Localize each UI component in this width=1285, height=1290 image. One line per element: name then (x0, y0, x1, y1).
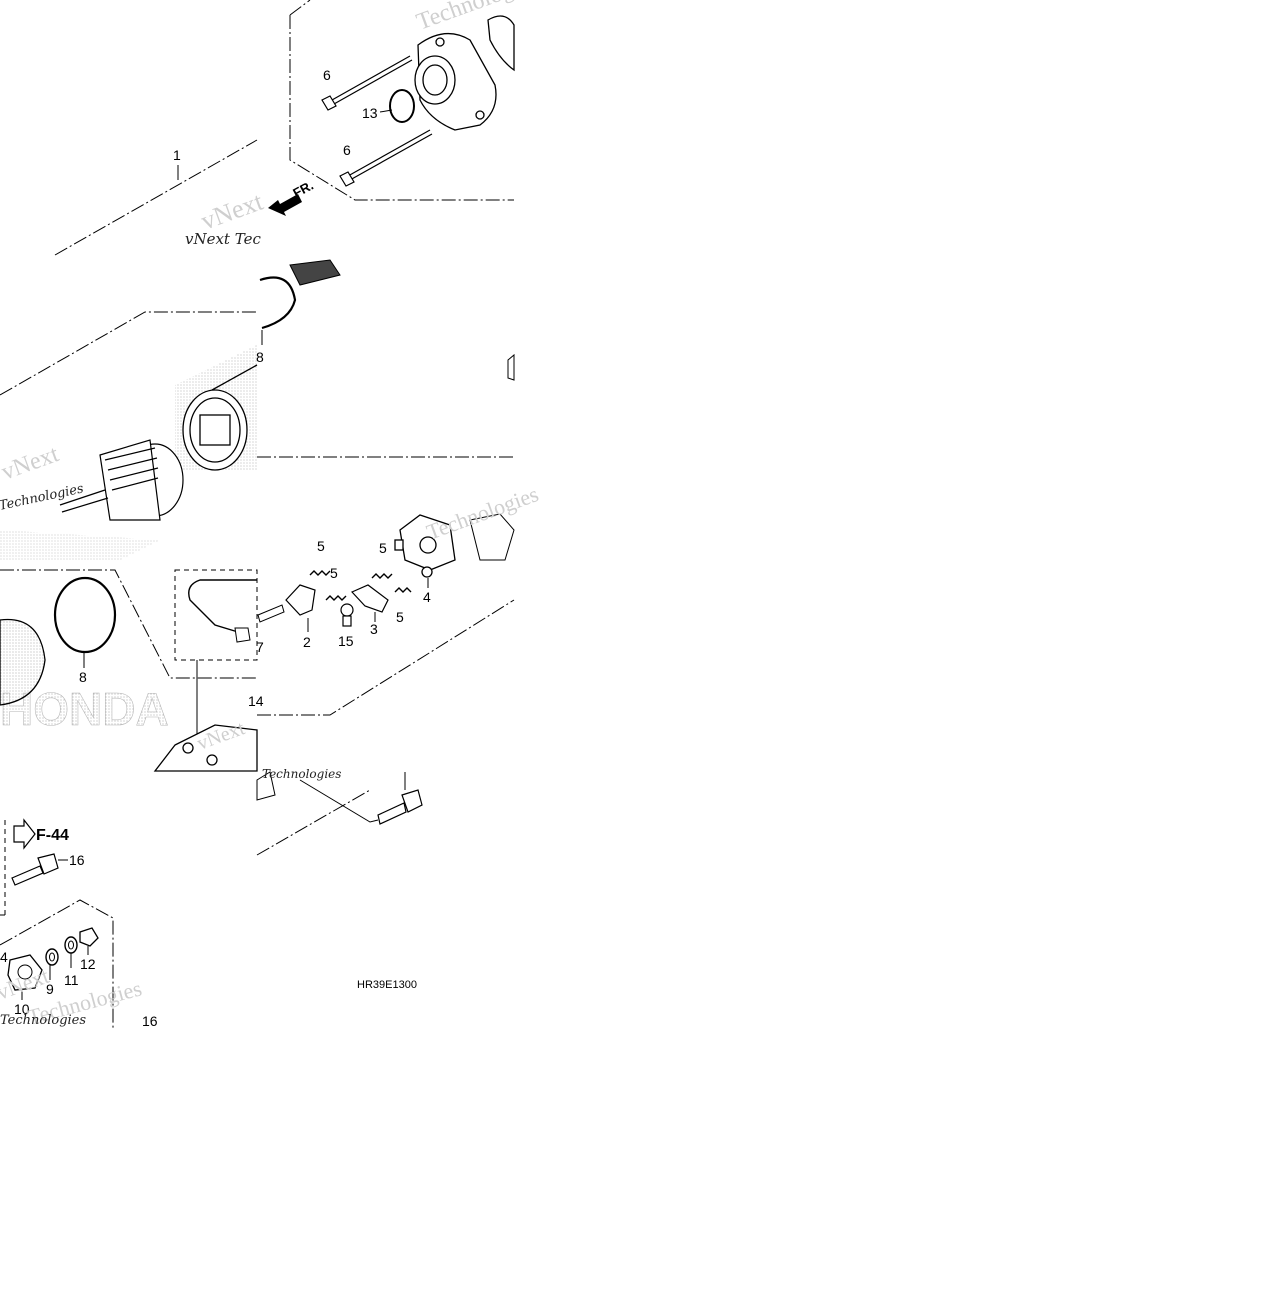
brush-holder-part (394, 514, 456, 578)
callout-14-nut: 4 (0, 949, 8, 965)
reference-arrow: F-44 (13, 818, 69, 850)
tile-brush-holder: Technologies 4 5 5 5 5 2 3 15 7 14 (248, 481, 542, 716)
o-ring-13 (389, 89, 415, 123)
callout-1: 1 (173, 147, 181, 163)
tile-yoke-honda: HONDA 8 vNext (0, 530, 258, 772)
bolt-6-lower (339, 129, 433, 187)
section-border (289, 15, 514, 201)
watermark-text-6: vNext (0, 963, 52, 1005)
bolt-16-mounting (377, 789, 423, 825)
watermark-text-3: vNext (0, 441, 62, 486)
callout-5-c: 5 (379, 540, 387, 556)
section-border-2 (0, 311, 257, 396)
brush-springs (309, 570, 412, 601)
callout-15: 15 (338, 633, 354, 649)
drawing-code: HR39E1300 (357, 979, 417, 991)
watermark-text-2: vNext (197, 186, 267, 235)
callout-11: 11 (64, 972, 79, 988)
page-number: 16 (142, 1013, 158, 1029)
callout-5-b: 5 (330, 565, 338, 581)
washer-9 (45, 948, 59, 966)
callout-6-lower: 6 (343, 142, 351, 158)
callout-9: 9 (46, 981, 54, 997)
rear-cover-part (414, 15, 515, 131)
yoke-part (182, 364, 258, 471)
callout-12: 12 (80, 956, 96, 972)
bolt-16-lower (11, 853, 59, 886)
callout-8-lower: 8 (79, 669, 87, 685)
brush-2 (285, 584, 316, 616)
watermark-dark-text-4: Technologies (0, 1013, 86, 1028)
reference-label: F-44 (36, 827, 69, 844)
callout-5-d: 5 (396, 609, 404, 625)
callout-2: 2 (303, 634, 311, 650)
callout-3: 3 (370, 621, 378, 637)
watermark-text: Technologies (413, 0, 542, 36)
watermark-dark-text: vNext Tec (185, 230, 261, 248)
tile-rear-cover: Technologies 6 6 13 FR. (268, 0, 542, 216)
tile-armature: vNext Technologies (0, 311, 258, 521)
washer-11 (64, 936, 78, 954)
nut-12 (79, 927, 99, 947)
callout-16: 16 (69, 852, 85, 868)
o-ring-8-upper (259, 276, 297, 330)
callout-6-upper: 6 (323, 67, 331, 83)
bolt-6-upper (321, 55, 413, 111)
pinion-shaft (289, 259, 341, 286)
callout-5-a: 5 (317, 538, 325, 554)
tile-mounting-bolt: Technologies HR39E1300 (256, 767, 423, 991)
callout-7: 7 (256, 639, 264, 655)
front-cover-part (153, 724, 258, 772)
callout-8-upper: 8 (256, 349, 264, 365)
o-ring-8-lower (53, 576, 117, 654)
terminal-cable (188, 579, 257, 633)
callout-4: 4 (423, 589, 431, 605)
watermark-dark-text-3: Technologies (262, 767, 341, 781)
front-direction-arrow: FR. (268, 178, 316, 216)
tile-assembly-callout: 1 vNext Tec vNext (54, 139, 267, 256)
callout-10: 10 (14, 1001, 30, 1017)
tile-o-ring: 8 (256, 259, 515, 458)
assembly-leader-line (54, 139, 258, 256)
cable-box (174, 569, 258, 661)
tile-hardware: F-44 16 10 4 9 11 12 vNext Technologies … (0, 818, 158, 1030)
callout-14: 14 (248, 693, 264, 709)
screw-15 (340, 603, 354, 627)
brush-3 (350, 584, 389, 613)
yoke-shell (0, 618, 46, 706)
nut-10 (7, 954, 43, 991)
armature-part (59, 439, 184, 521)
callout-13: 13 (362, 105, 378, 121)
